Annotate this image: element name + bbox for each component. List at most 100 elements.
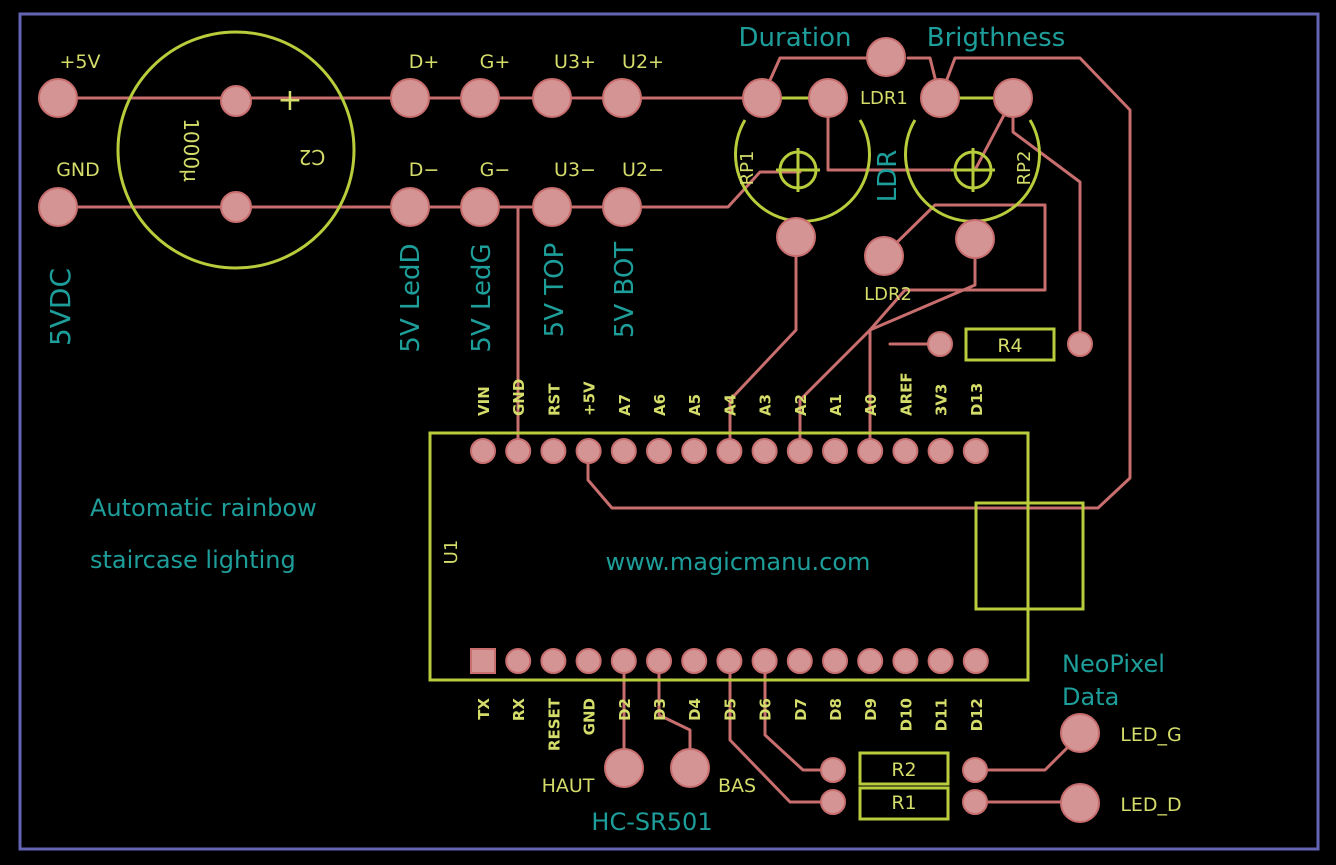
arduino-pin-pad-vin — [470, 438, 496, 464]
pad-d-plus — [390, 78, 430, 118]
capacitor-outline — [116, 30, 356, 270]
arduino-pin-pad-a7 — [610, 438, 637, 464]
arduino-pin-pad-d2 — [610, 648, 637, 674]
arduino-pin-pad-d8 — [822, 648, 848, 674]
arduino-pin-label: RESET — [545, 697, 563, 751]
r2-outline — [858, 751, 950, 786]
arduino-pin-label: D13 — [968, 383, 986, 416]
r1-outline — [858, 786, 950, 821]
label-d-minus: D− — [409, 159, 440, 181]
label-5v-top: 5V TOP — [540, 243, 570, 338]
pad-r1-b — [962, 789, 988, 815]
arduino-pin-label: 3V3 — [933, 384, 951, 416]
pad-r2-a — [820, 757, 846, 783]
r4-outline — [964, 327, 1056, 362]
arduino-pin-pad-gnd — [505, 438, 532, 464]
arduino-pin-label: D2 — [616, 698, 634, 721]
rp1-knob-cross — [776, 148, 820, 192]
pad-5v — [38, 78, 78, 118]
label-hc-sr501: HC-SR501 — [591, 808, 712, 836]
arduino-pin-pad-reset — [540, 648, 567, 674]
pad-rp2-wiper — [955, 219, 995, 259]
arduino-pin-label: GND — [581, 698, 599, 735]
arduino-pin-pad-d11 — [927, 648, 954, 674]
pad-d-minus — [390, 187, 430, 227]
arduino-pin-label: A3 — [757, 394, 775, 416]
arduino-pin-label: AREF — [897, 372, 915, 416]
label-5v-ledd: 5V LedD — [396, 243, 426, 352]
cap-value: 1000µ — [179, 118, 203, 182]
arduino-pin-pad-d3 — [646, 648, 672, 674]
usb-connector-outline — [974, 501, 1085, 611]
trace-d6-r2 — [763, 659, 832, 772]
arduino-pin-pad-d9 — [857, 648, 884, 674]
neopixel-title-2: Data — [1062, 683, 1119, 711]
label-u2-plus: U2+ — [622, 51, 664, 73]
pad-g-plus — [460, 78, 500, 118]
pad-r4-b — [1067, 331, 1093, 357]
pad-cap-plus — [220, 85, 252, 117]
cap-name: C2 — [299, 145, 326, 169]
cap-plus-sign: + — [277, 83, 302, 118]
pad-rp2-a — [920, 78, 960, 118]
arduino-pin-pad-aref — [892, 438, 919, 464]
label-rp2: RP2 — [1014, 151, 1035, 186]
label-r1: R1 — [891, 792, 916, 814]
arduino-pin-label: D11 — [933, 698, 951, 731]
arduino-pin-pad-a6 — [646, 438, 672, 464]
arduino-pin-label: A5 — [686, 394, 704, 416]
arduino-outline — [428, 431, 1030, 682]
pads — [38, 37, 1100, 823]
arduino-pin-label: A2 — [792, 394, 810, 416]
label-bas: BAS — [718, 775, 756, 797]
pad-haut — [604, 748, 644, 788]
arduino-pin-label: +5V — [581, 381, 599, 416]
label-u3-plus: U3+ — [554, 51, 596, 73]
pad-bas — [670, 748, 710, 788]
arduino-pin-pad-d13 — [962, 438, 989, 464]
neopixel-title-1: NeoPixel — [1062, 650, 1165, 678]
arduino-pin-pad-d4 — [681, 648, 708, 674]
arduino-pin-pad-a4 — [716, 438, 743, 464]
pad-u3-minus — [532, 187, 572, 227]
pad-g-minus — [460, 187, 500, 227]
arduino-pin-pad-rx — [505, 648, 532, 674]
label-gnd: GND — [56, 159, 100, 181]
arduino-pin-label: A1 — [827, 394, 845, 416]
silkscreen — [116, 30, 1085, 821]
pad-led-d — [1060, 783, 1100, 823]
arduino-pin-label: D4 — [686, 698, 704, 721]
description-line2: staircase lighting — [90, 546, 296, 574]
pad-rp2-b — [993, 78, 1033, 118]
pad-ldr2 — [864, 236, 904, 276]
pad-top-center — [866, 37, 906, 77]
arduino-pin-pad-a5 — [681, 438, 708, 464]
arduino-bottom-pads — [470, 648, 989, 674]
arduino-pin-label: GND — [510, 379, 528, 416]
label-rp1: RP1 — [737, 151, 758, 186]
trace-ldr2-a0 — [868, 203, 1047, 453]
label-led-g: LED_G — [1120, 724, 1181, 746]
rp2-knob-cross — [951, 148, 995, 192]
label-r4: R4 — [997, 335, 1022, 357]
arduino-pin-pad-a3 — [751, 438, 778, 464]
label-5vdc: 5VDC — [44, 268, 77, 346]
label-5v-ledg: 5V LedG — [467, 243, 497, 352]
label-led-d: LED_D — [1120, 794, 1181, 816]
trace-ldr1-rp2 — [826, 96, 977, 172]
arduino-pin-label: RX — [510, 698, 528, 722]
arduino-pin-pad-rst — [540, 438, 567, 464]
label-r2: R2 — [891, 759, 916, 781]
label-g-minus: G− — [480, 159, 511, 181]
arduino-pin-pad-a2 — [786, 438, 813, 464]
trace-5v-loop — [586, 56, 1132, 510]
description-line1: Automatic rainbow — [90, 494, 317, 522]
arduino-url: www.magicmanu.com — [606, 548, 871, 576]
arduino-pin-pad-d6 — [751, 648, 778, 674]
pad-gnd — [38, 187, 78, 227]
arduino-pin-label: D6 — [757, 698, 775, 721]
board-outline — [18, 12, 1320, 851]
